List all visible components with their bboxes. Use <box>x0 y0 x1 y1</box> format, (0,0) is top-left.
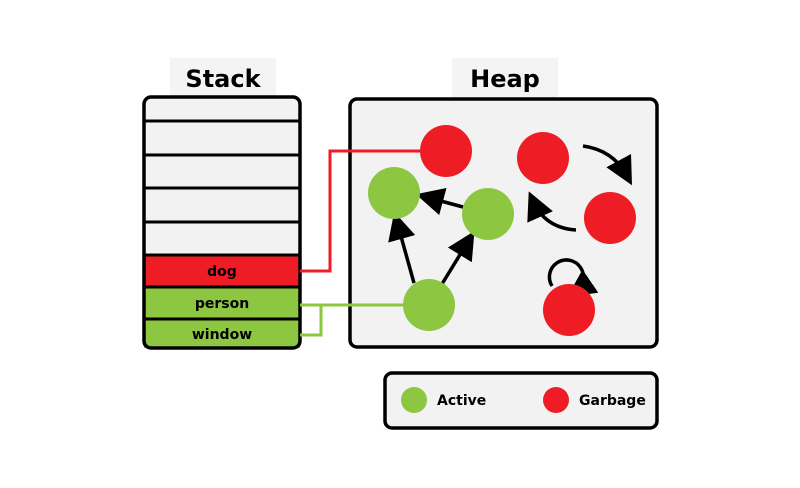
reference-arrow <box>388 211 416 284</box>
active-object <box>462 188 514 240</box>
stack-slot-label: window <box>192 327 252 343</box>
window-reference-line <box>300 305 323 337</box>
stack-slot-dog <box>144 255 300 287</box>
garbage-object <box>420 125 472 177</box>
active-object <box>403 279 455 331</box>
stack-title: Stack <box>185 65 261 93</box>
legend-garbage-label: Garbage <box>579 393 646 409</box>
active-object <box>368 167 420 219</box>
stack-slot-empty <box>144 188 300 222</box>
stack-slot-empty <box>144 121 300 155</box>
stack-slot-empty <box>144 222 300 255</box>
reference-arrow <box>440 231 475 285</box>
stack-slot-person <box>144 287 300 319</box>
heap-title-tab <box>452 58 558 98</box>
legend: Active Garbage <box>383 371 659 430</box>
cycle-arrow <box>582 144 632 186</box>
stack-slot-window <box>144 319 300 348</box>
legend-active-swatch <box>401 387 427 413</box>
cycle-arrow <box>527 191 577 232</box>
stack-slot-empty <box>144 155 300 188</box>
legend-active-label: Active <box>437 393 486 409</box>
heap-title: Heap <box>470 65 540 93</box>
stack-title-tab <box>170 58 276 98</box>
stack-slot-label: dog <box>207 264 237 280</box>
self-reference-arrow <box>547 258 599 297</box>
reference-arrow <box>415 188 464 216</box>
stack: dog person window <box>142 95 302 350</box>
stack-slot-label: person <box>195 296 249 312</box>
stack-frame <box>142 95 302 350</box>
legend-garbage-swatch <box>543 387 569 413</box>
garbage-object <box>517 132 569 184</box>
dog-reference-line <box>300 149 424 273</box>
garbage-object <box>543 284 595 336</box>
legend-box <box>383 371 659 430</box>
garbage-object <box>584 192 636 244</box>
stack-slot-empty <box>144 99 300 121</box>
